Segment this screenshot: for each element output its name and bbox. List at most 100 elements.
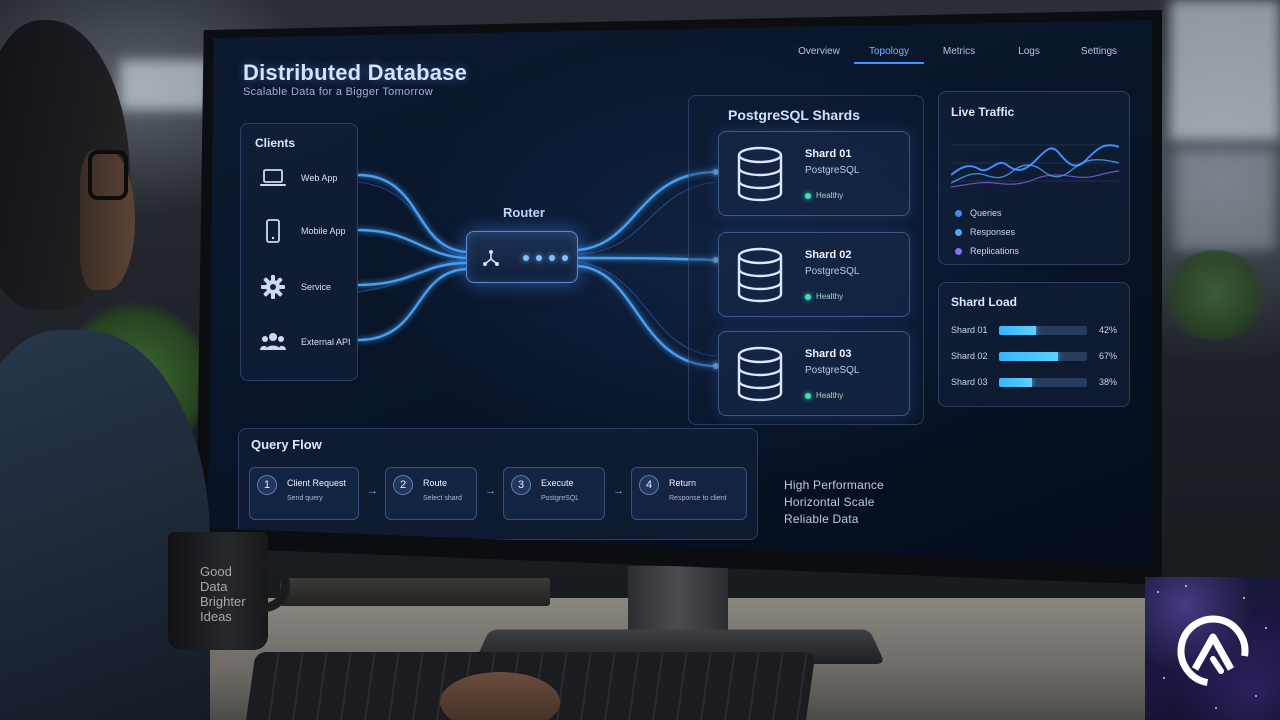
tab-topology[interactable]: Topology xyxy=(854,46,924,64)
load-bar xyxy=(999,351,1087,361)
load-bar-fill xyxy=(999,377,1033,387)
step-title: Route xyxy=(423,478,448,488)
legend-responses: Responses xyxy=(955,227,1015,237)
tab-overview[interactable]: Overview xyxy=(798,46,840,57)
connection-lines xyxy=(357,169,719,369)
shard-name: Shard 01 xyxy=(805,148,852,160)
legend-label: Responses xyxy=(970,227,1016,237)
glasses xyxy=(88,150,128,200)
flow-step-route[interactable]: 2 Route Select shard xyxy=(385,467,477,520)
database-icon xyxy=(737,247,783,303)
load-bar-fill xyxy=(999,325,1036,335)
gear-icon xyxy=(261,275,285,299)
status-text: Healthy xyxy=(816,292,844,301)
step-subtitle: PostgreSQL xyxy=(541,495,580,502)
arrow-icon: → xyxy=(485,485,496,497)
window-light xyxy=(120,60,210,110)
tab-logs[interactable]: Logs xyxy=(1018,46,1040,57)
window-light xyxy=(1175,150,1275,250)
mug-text: Good Data Brighter Ideas xyxy=(200,564,246,624)
step-subtitle: Send query xyxy=(287,495,323,502)
hand xyxy=(440,672,560,720)
flow-step-client-request[interactable]: 1 Client Request Send query xyxy=(249,467,359,520)
status-badge: Healthy xyxy=(805,191,843,200)
load-percent: 42% xyxy=(1099,325,1118,335)
load-name: Shard 03 xyxy=(951,377,988,387)
router-node[interactable] xyxy=(466,231,578,283)
load-name: Shard 02 xyxy=(951,351,988,361)
status-badge: Healthy xyxy=(805,292,843,301)
tagline: High Performance xyxy=(784,478,884,492)
legend-label: Queries xyxy=(970,208,1002,218)
tagline: Reliable Data xyxy=(784,512,859,526)
step-subtitle: Select shard xyxy=(423,495,462,502)
legend-replications: Replications xyxy=(955,246,1019,256)
arrow-icon: → xyxy=(367,485,378,497)
traffic-line-queries xyxy=(951,144,1119,176)
router-label: Router xyxy=(503,205,545,220)
legend-label: Replications xyxy=(970,246,1020,256)
arrow-icon: → xyxy=(613,485,624,497)
live-traffic-panel: Live Traffic Queries Responses Replicati… xyxy=(938,91,1130,265)
load-row-shard-03: Shard 03 38% xyxy=(951,377,1117,387)
window-light xyxy=(1170,0,1280,140)
shard-card-01[interactable]: Shard 01 PostgreSQL Healthy xyxy=(718,131,910,216)
load-row-shard-02: Shard 02 67% xyxy=(951,351,1117,361)
clients-title: Clients xyxy=(255,136,296,150)
client-label: Web App xyxy=(301,173,338,183)
tab-settings[interactable]: Settings xyxy=(1080,46,1118,57)
network-icon xyxy=(483,250,499,266)
clients-panel: Clients Web App Mobile App xyxy=(240,123,358,381)
plant xyxy=(1160,250,1270,340)
shard-engine: PostgreSQL xyxy=(805,266,860,277)
client-mobile-app[interactable]: Mobile App xyxy=(259,217,346,245)
traffic-line-responses xyxy=(951,158,1119,184)
shard-load-panel: Shard Load Shard 01 42% Shard 02 67% Sha… xyxy=(938,282,1130,407)
legend-dot xyxy=(955,247,962,255)
database-icon xyxy=(737,346,783,402)
flow-step-execute[interactable]: 3 Execute PostgreSQL xyxy=(503,467,605,520)
load-bar xyxy=(999,325,1087,335)
status-dot xyxy=(805,392,811,399)
status-dot xyxy=(805,293,811,300)
load-name: Shard 01 xyxy=(951,325,988,335)
top-nav: Overview Topology Metrics Logs Settings xyxy=(784,46,1134,64)
person xyxy=(0,0,210,720)
load-percent: 38% xyxy=(1099,377,1118,387)
taglines: High Performance Horizontal Scale Reliab… xyxy=(784,477,884,528)
legend-dot xyxy=(955,228,962,236)
traffic-line-replications xyxy=(951,170,1119,188)
live-traffic-title: Live Traffic xyxy=(951,105,1015,119)
brand-logo-tile xyxy=(1145,577,1280,720)
load-percent: 67% xyxy=(1099,351,1118,361)
brand-logo-icon xyxy=(1177,615,1249,687)
shard-load-title: Shard Load xyxy=(951,295,1018,309)
books xyxy=(280,578,550,606)
shard-engine: PostgreSQL xyxy=(805,365,860,376)
shard-card-03[interactable]: Shard 03 PostgreSQL Healthy xyxy=(718,331,910,416)
client-web-app[interactable]: Web App xyxy=(259,164,337,192)
step-title: Client Request xyxy=(287,478,347,488)
client-external-api[interactable]: External API xyxy=(259,328,351,356)
shards-title: PostgreSQL Shards xyxy=(728,107,861,123)
step-number: 1 xyxy=(257,475,277,495)
client-label: Service xyxy=(301,282,332,292)
step-title: Execute xyxy=(541,478,574,488)
step-number: 4 xyxy=(639,475,659,495)
shard-engine: PostgreSQL xyxy=(805,165,860,176)
database-icon xyxy=(737,146,783,202)
dashboard-screen: Distributed Database Scalable Data for a… xyxy=(208,20,1152,565)
client-label: External API xyxy=(301,337,351,347)
client-service[interactable]: Service xyxy=(259,273,331,301)
tab-metrics[interactable]: Metrics xyxy=(942,46,976,57)
shard-card-02[interactable]: Shard 02 PostgreSQL Healthy xyxy=(718,232,910,317)
users-icon xyxy=(260,333,286,350)
status-text: Healthy xyxy=(816,391,844,400)
flow-step-return[interactable]: 4 Return Response to client xyxy=(631,467,747,520)
legend-dot xyxy=(955,209,962,217)
shard-name: Shard 02 xyxy=(805,249,852,261)
load-row-shard-01: Shard 01 42% xyxy=(951,325,1117,335)
load-bar-fill xyxy=(999,351,1058,361)
step-title: Return xyxy=(669,478,697,488)
step-subtitle: Response to client xyxy=(669,495,727,502)
